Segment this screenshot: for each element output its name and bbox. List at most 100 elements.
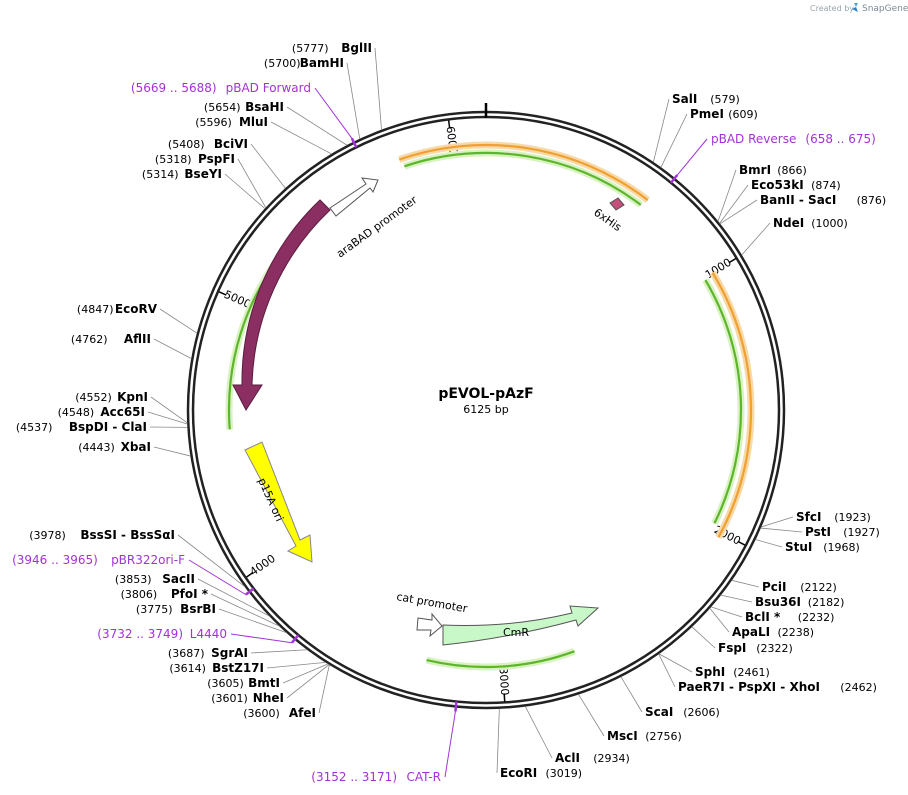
site-name: BspDI - ClaI	[69, 420, 147, 434]
tick-mark	[503, 693, 506, 702]
site-leader-line	[720, 594, 753, 603]
restriction-site[interactable]: AclI(2934)	[555, 751, 630, 765]
site-position: (866)	[777, 164, 807, 177]
site-name: BanII - SacI	[760, 193, 836, 207]
restriction-site[interactable]: BamHI(5700)	[264, 56, 344, 70]
snapgene-logo-icon	[852, 3, 858, 12]
site-name: PciI	[762, 580, 787, 594]
site-name: EcoRI	[500, 766, 537, 780]
restriction-site[interactable]: Bsu36I(2182)	[755, 595, 844, 609]
restriction-site[interactable]: SfcI(1923)	[796, 510, 871, 524]
site-leader-line	[755, 539, 783, 548]
site-name: BmtI	[248, 676, 280, 690]
primer-binding-site[interactable]: CAT-R(3152 .. 3171)	[311, 770, 441, 784]
restriction-site[interactable]: NdeI(1000)	[773, 216, 848, 230]
site-name: XbaI	[121, 440, 151, 454]
restriction-site[interactable]: BclI *(2232)	[745, 610, 834, 624]
site-position: (5596)	[195, 116, 232, 129]
restriction-site[interactable]: BspDI - ClaI (4537)	[16, 420, 147, 434]
primer-binding-site[interactable]: pBR322ori-F(3946 .. 3965)	[12, 553, 185, 567]
restriction-site[interactable]: SacII(3853)	[115, 572, 195, 586]
site-position: (3614)	[169, 662, 206, 675]
restriction-site[interactable]: PfoI *(3806)	[121, 587, 209, 601]
site-leader-line	[709, 608, 730, 633]
primer-binding-site[interactable]: pBAD Reverse(658 .. 675)	[711, 132, 876, 146]
tick-mark	[246, 571, 254, 578]
restriction-site[interactable]: Eco53kI(874)	[751, 178, 841, 192]
site-name: BclI *	[745, 610, 781, 624]
feature-cat-promoter-label: cat promoter	[395, 590, 468, 615]
restriction-site[interactable]: BanII - SacI(876)	[760, 193, 886, 207]
primer-range: (3946 .. 3965)	[12, 553, 98, 567]
feature-cmr-label: CmR	[503, 626, 529, 639]
restriction-site[interactable]: MscI(2756)	[607, 729, 682, 743]
restriction-site[interactable]: BsrBI(3775)	[136, 602, 216, 616]
site-name: AclI	[555, 751, 580, 765]
restriction-site[interactable]: SphI(2461)	[695, 665, 770, 679]
restriction-site[interactable]: MluI(5596)	[195, 115, 268, 129]
orf-arc	[426, 650, 575, 669]
primer-name: pBAD Forward	[226, 81, 311, 95]
site-leader-line	[761, 516, 794, 528]
restriction-site[interactable]: BmtI(3605)	[207, 676, 280, 690]
site-name: ApaLI	[732, 625, 770, 639]
feature-cmr-arrow	[442, 605, 600, 646]
restriction-site[interactable]: EcoRV(4847)	[77, 302, 158, 316]
site-leader-line	[153, 446, 191, 457]
restriction-site[interactable]: PmeI(609)	[690, 107, 758, 121]
site-position: (5777)	[292, 42, 329, 55]
restriction-site[interactable]: AflII(4762)	[71, 332, 151, 346]
restriction-site[interactable]: BsaHI(5654)	[204, 100, 284, 114]
restriction-site[interactable]: KpnI(4552)	[75, 390, 148, 404]
primer-layer: pBAD Forward(5669 .. 5688) pBAD Reverse(6…	[12, 81, 876, 784]
site-leader-line	[224, 173, 266, 209]
restriction-site[interactable]: BmrI(866)	[739, 163, 807, 177]
restriction-site[interactable]: ScaI(2606)	[645, 705, 720, 719]
site-leader-line	[731, 579, 760, 588]
restriction-site[interactable]: AfeI(3600)	[243, 706, 316, 720]
restriction-site[interactable]: EcoRI(3019)	[500, 766, 582, 780]
restriction-site[interactable]: StuI(1968)	[785, 540, 860, 554]
restriction-site[interactable]: XbaI(4443)	[78, 440, 151, 454]
site-leader-line	[218, 608, 287, 634]
credit-prefix: Created by	[810, 4, 854, 13]
restriction-site[interactable]: BseYI(5314)	[142, 167, 222, 181]
restriction-site[interactable]: BstZ17I (3614)	[169, 661, 264, 675]
site-leader-line	[346, 62, 361, 140]
restriction-site[interactable]: FspI(2322)	[718, 641, 793, 655]
site-name: SacII	[162, 572, 195, 586]
restriction-site[interactable]: BssSI - BssSαI(3978)	[29, 528, 175, 542]
restriction-site[interactable]: PspFI(5318)	[155, 152, 235, 166]
site-leader-line	[760, 527, 803, 533]
restriction-site[interactable]: NheI(3601)	[211, 691, 284, 705]
site-name: EcoRV	[115, 302, 158, 316]
primer-leader-line	[444, 711, 456, 778]
orf-arc	[398, 143, 649, 201]
site-leader-line	[270, 121, 332, 155]
site-position: (3806)	[121, 588, 158, 601]
restriction-site[interactable]: ApaLI(2238)	[732, 625, 814, 639]
site-name: PaeR7I - PspXI - XhoI	[678, 680, 820, 694]
site-name: BstZ17I	[212, 661, 264, 675]
site-leader-line	[374, 47, 382, 130]
restriction-site[interactable]: SgrAI(3687)	[168, 646, 248, 660]
restriction-site[interactable]: SalI(579)	[672, 92, 740, 106]
restriction-site[interactable]: BciVI(5408)	[168, 137, 248, 151]
site-position: (4537)	[16, 421, 53, 434]
site-leader-line	[717, 169, 737, 222]
primer-leader-line	[676, 138, 708, 176]
restriction-site[interactable]: BglII(5777)	[292, 41, 372, 55]
site-position: (579)	[710, 93, 740, 106]
restriction-site[interactable]: PaeR7I - PspXI - XhoI (2462)	[678, 680, 877, 694]
site-position: (1000)	[811, 217, 848, 230]
site-leader-line	[524, 706, 553, 759]
site-position: (2462)	[840, 681, 877, 694]
restriction-site[interactable]: PstI(1927)	[805, 525, 880, 539]
primer-binding-site[interactable]: L4440(3732 .. 3749)	[97, 627, 227, 641]
primer-binding-site[interactable]: pBAD Forward(5669 .. 5688)	[131, 81, 311, 95]
site-name: PmeI	[690, 107, 724, 121]
restriction-site[interactable]: Acc65I(4548)	[58, 405, 145, 419]
restriction-site[interactable]: PciI(2122)	[762, 580, 837, 594]
tick-mark	[218, 291, 227, 296]
site-name: BseYI	[184, 167, 222, 181]
